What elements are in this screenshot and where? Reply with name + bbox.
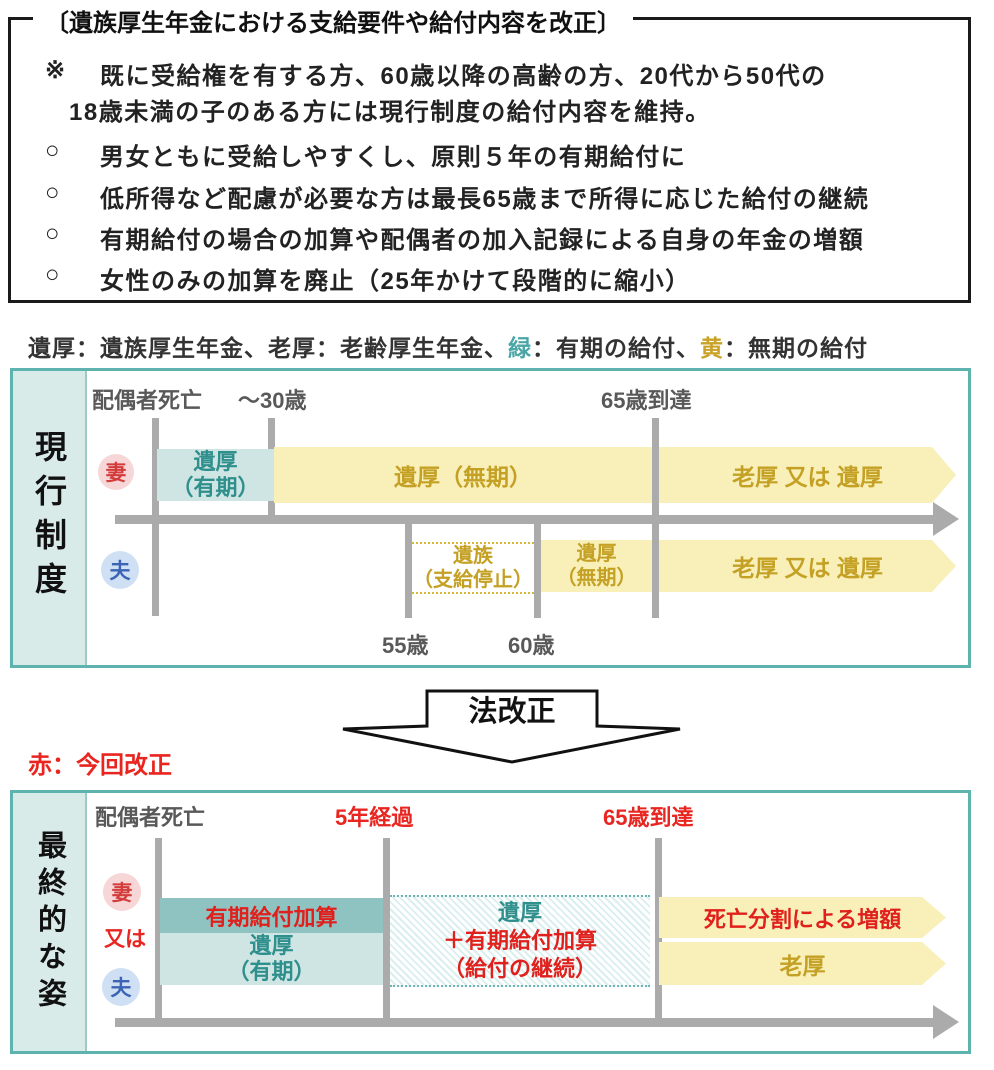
- label-age65: 65歳到達: [603, 805, 694, 830]
- down-arrow-shape: [342, 689, 681, 764]
- legend-green-word: 緑: [508, 335, 532, 361]
- current-system-sidebar-label: 現行制度: [31, 430, 67, 606]
- label-spouse-death: 配偶者死亡: [95, 805, 206, 830]
- husband-indefinite-line1: 遺厚: [576, 543, 617, 565]
- legend-mid: ：有期の給付、: [532, 335, 700, 361]
- continued-benefit-line3: （給付の継続）: [442, 956, 597, 981]
- legend-head: 遺厚：遺族厚生年金、老厚：老齢厚生年金、: [28, 335, 508, 361]
- legend-tail: ：無期の給付: [724, 335, 868, 361]
- fixed-term-addition-header: 有期給付加算: [160, 898, 383, 933]
- wife-indefinite-box: 遺厚（無期）: [274, 447, 652, 503]
- husband-after65-label: 老厚 又は 遺厚: [732, 555, 883, 581]
- old-age-pension-arrow: 老厚: [659, 942, 946, 985]
- bullet-marker: ○: [45, 261, 60, 288]
- bullet-marker: ○: [45, 220, 60, 247]
- label-age55: 55歳: [382, 633, 429, 658]
- wife-fixed-term-box: 遺厚 （有期）: [157, 449, 274, 501]
- timeline-axis: [115, 515, 935, 524]
- wife-after65-label: 老厚 又は 遺厚: [732, 464, 883, 490]
- death-split-label: 死亡分割による増額: [703, 906, 902, 932]
- death-split-arrow: 死亡分割による増額: [659, 897, 946, 938]
- law-reform-label: 法改正: [468, 696, 556, 728]
- legend-yellow-word: 黄: [700, 335, 724, 361]
- current-system-panel: 現行制度 配偶者死亡 ～30歳 65歳到達 妻 夫 遺厚 （有期） 遺厚（無期）…: [10, 368, 971, 668]
- bullet-text: 有期給付の場合の加算や配偶者の加入記録による自身の年金の増額: [100, 227, 865, 254]
- final-form-panel: 最終的な姿 配偶者死亡 5年経過 65歳到達 妻 又は 夫 有期給付加算 遺厚 …: [10, 790, 971, 1054]
- husband-indefinite-line2: （無期）: [556, 567, 637, 589]
- tick-age65: [655, 838, 662, 1019]
- wife-badge: 妻: [98, 454, 134, 490]
- fixed-term-addition-label: 有期給付加算: [205, 904, 338, 930]
- bullet-text: 男女ともに受給しやすくし、原則５年の有期給付に: [100, 144, 687, 171]
- fixed-term-benefit-line1: 遺厚: [249, 933, 294, 958]
- bullet-marker: ○: [45, 179, 60, 206]
- wife-badge: 妻: [103, 873, 141, 911]
- bullet-text: 女性のみの加算を廃止（25年かけて段階的に縮小）: [100, 268, 691, 295]
- current-system-sidebar: 現行制度: [13, 371, 87, 665]
- note-marker: ※: [45, 57, 66, 84]
- timeline-axis-arrowhead: [933, 1005, 959, 1039]
- label-age65: 65歳到達: [601, 388, 692, 413]
- label-age60: 60歳: [508, 633, 555, 658]
- wife-indefinite-label: 遺厚（無期）: [394, 464, 532, 490]
- husband-after65-arrow: 老厚 又は 遺厚: [659, 540, 956, 592]
- color-legend: 遺厚：遺族厚生年金、老厚：老齢厚生年金、緑：有期の給付、黄：無期の給付: [28, 329, 868, 363]
- label-five-years: 5年経過: [335, 805, 414, 830]
- timeline-axis-arrowhead: [933, 502, 959, 536]
- husband-suspended-box: 遺族 （支給停止）: [412, 542, 534, 594]
- reform-summary-box: 〔遺族厚生年金における支給要件や給付内容を改正〕 ※ 既に受給権を有する方、60…: [8, 3, 971, 303]
- wife-fixed-term-line2: （有期）: [171, 475, 260, 500]
- continued-benefit-line2: ＋有期給付加算: [442, 928, 597, 953]
- note-line-1: 既に受給権を有する方、60歳以降の高齢の方、20代から50代の: [100, 63, 827, 90]
- fixed-term-benefit-box: 遺厚 （有期）: [160, 933, 383, 985]
- continued-benefit-line1: 遺厚: [497, 900, 542, 925]
- old-age-pension-label: 老厚: [779, 952, 826, 979]
- final-form-sidebar: 最終的な姿: [13, 793, 87, 1051]
- tick-spouse-death: [155, 838, 162, 1019]
- timeline-axis: [115, 1018, 935, 1027]
- wife-fixed-term-line1: 遺厚: [193, 449, 238, 474]
- label-spouse-death: 配偶者死亡: [92, 388, 203, 413]
- tick-five-years: [383, 838, 390, 1019]
- continued-benefit-box: 遺厚 ＋有期給付加算 （給付の継続）: [390, 895, 650, 987]
- husband-indefinite-box: 遺厚 （無期）: [541, 540, 652, 592]
- bullet-marker: ○: [45, 137, 60, 164]
- or-label: 又は: [104, 928, 146, 951]
- note-line-2: 18歳未満の子のある方には現行制度の給付内容を維持。: [69, 99, 711, 126]
- wife-after65-arrow: 老厚 又は 遺厚: [659, 447, 956, 503]
- final-form-sidebar-label: 最終的な姿: [33, 829, 66, 1015]
- husband-badge: 夫: [101, 551, 139, 589]
- fixed-term-benefit-line2: （有期）: [227, 959, 316, 984]
- label-age30: ～30歳: [238, 388, 307, 413]
- husband-badge: 夫: [102, 968, 140, 1006]
- husband-suspended-line2: （支給停止）: [413, 569, 533, 591]
- husband-suspended-line1: 遺族: [453, 545, 493, 567]
- page-title: 〔遺族厚生年金における支給要件や給付内容を改正〕: [33, 3, 633, 38]
- tick-age55: [405, 518, 412, 618]
- law-reform-arrow: 法改正: [330, 686, 690, 766]
- red-revision-note: 赤：今回改正: [28, 752, 172, 779]
- tick-age60: [534, 518, 541, 618]
- bullet-text: 低所得など配慮が必要な方は最長65歳まで所得に応じた給付の継続: [100, 186, 870, 213]
